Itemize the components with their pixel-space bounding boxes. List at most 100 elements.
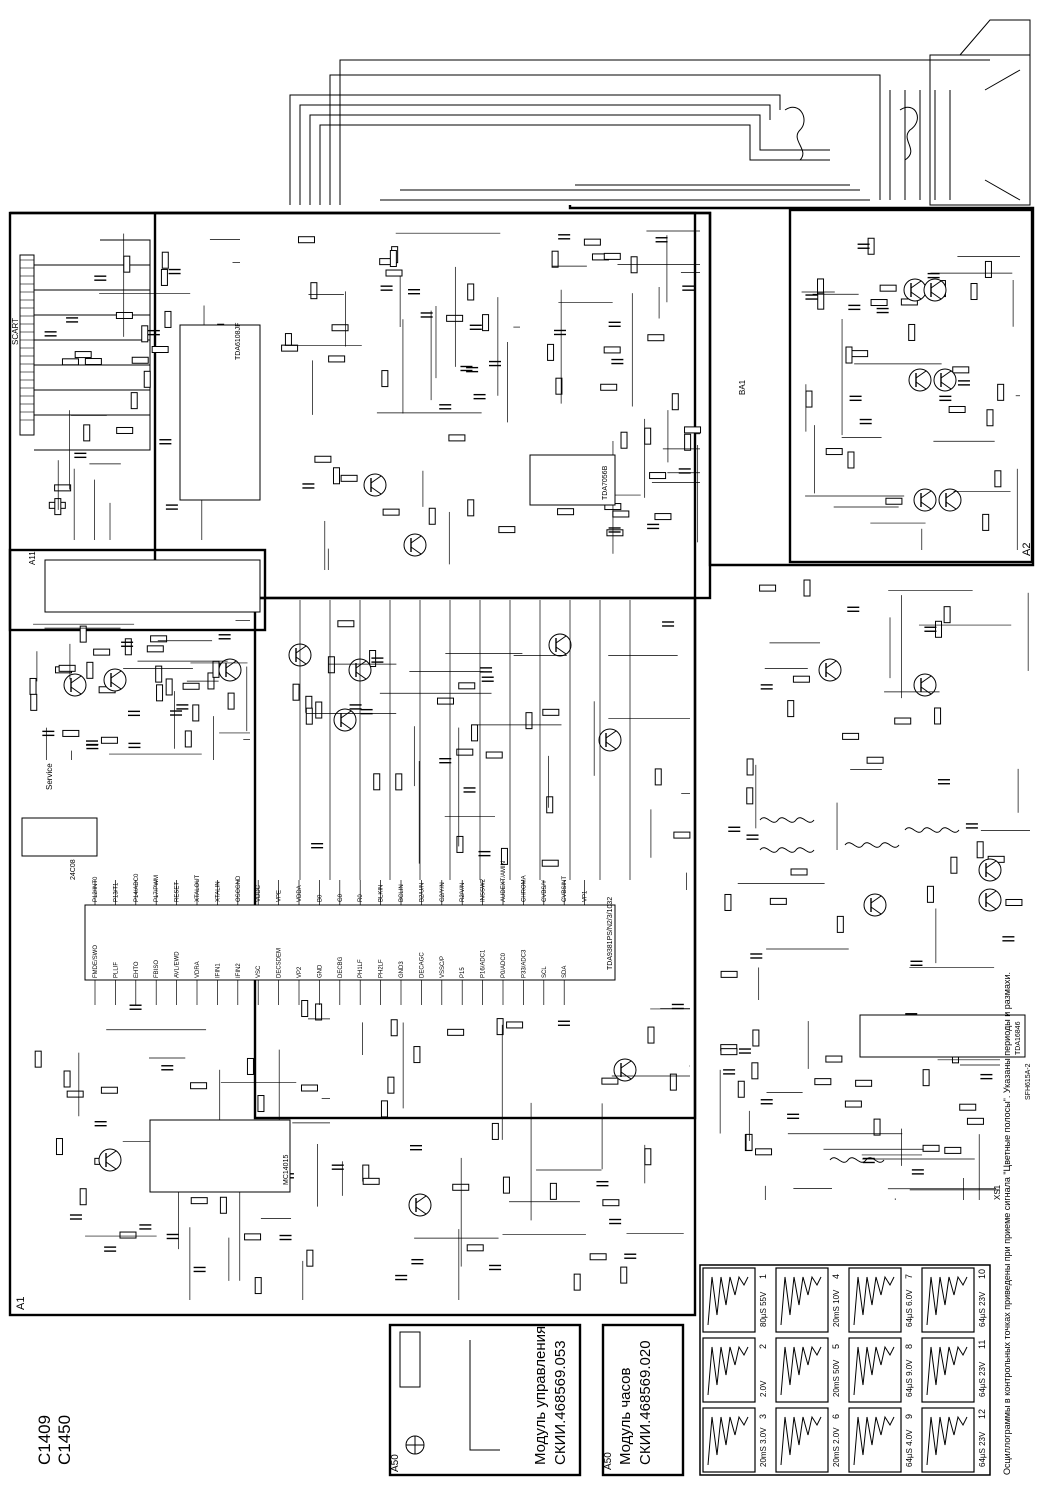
ic-pin-label: CVBSINT [562,876,568,902]
ic-pin-label: OSCGND [236,875,242,902]
ic-pin-label: INSSW2 [481,878,487,902]
resistor-array [29,236,1023,1295]
ic-pin-label: FMDE/SWO [93,945,99,978]
main-board-label: A1 [15,1297,27,1310]
clock-module [601,1323,685,1477]
video-output-ic [179,324,261,501]
ic-pin-label: VP2 [297,966,303,978]
transformers [759,817,960,1163]
ic-pin-label: P13/T1 [113,882,119,902]
crt-board-label: A2 [1021,543,1033,556]
power-ic-label: TDA16846 [1015,1021,1022,1055]
ic-pin-label: VPE [277,890,283,902]
ic-pin-label: SCL [542,966,548,978]
waveform-number: 6 [831,1414,841,1419]
waveform-number: 3 [758,1414,768,1419]
main-ic: P12/INT0 P13/T1 P14/ADC0 P17/PWM RESET XTALOU… [84,861,616,1005]
ic-pin-label: EHTO [134,961,140,978]
waveform-table: 80µS 55V 1 2.0V 2 20mS 3.0V 3 20mS 10V 4 20mS 50… [699,1264,991,1476]
model-code-1: C1409 [35,1415,54,1465]
top-harness [289,59,990,205]
control-module [388,1323,582,1477]
waveform-label: 2.0V [759,1380,768,1397]
ic-pin-label: CVBS/Y [542,880,548,902]
ic-pin-label: PH2LF [379,959,385,978]
ic-pin-label: CHROMA [521,875,527,902]
waveform-label: 80µS 55V [759,1291,768,1327]
ic-pin-label: AUDEXT/AMIN [501,861,507,902]
audio-amp-ic [529,454,616,506]
tuner-block [44,559,261,613]
waveform-label: 64µS 23V [978,1361,987,1397]
ic-pin-label: DECAGC [419,952,425,978]
ic-pin-label: B0 [317,894,323,902]
clock-module-id: A50 [603,1452,614,1470]
ic-pin-label: P33/ADC3 [521,949,527,978]
control-module-id: A50 [390,1454,401,1472]
audio-amp-label: TDA7056B [602,465,609,500]
waveform-label: 20mS 3.0V [759,1427,768,1467]
power-in-label: XS1 [993,1184,1002,1200]
ic-pin-label: PLLIF [113,962,119,978]
ic-pin-label: G2/Y/N [440,882,446,902]
ic-pin-label: P14/ADC0 [134,873,140,902]
ic-pin-label: B2/U/N [419,883,425,902]
ic-pin-label: DECBG [338,956,344,978]
eeprom-label: 24C08 [70,859,77,880]
waveform-label: 64µS 9.0V [905,1359,914,1397]
waveform-number: 12 [977,1409,987,1419]
ic-pin-label: VP1 [583,890,589,902]
service-label: Service [45,763,54,790]
ic-pin-label: DECSDEM [277,948,283,978]
waveform-label: 20mS 2.0V [832,1427,841,1467]
sync-driver-label: MC14015 [283,1155,290,1185]
ic-pin-label: VDDC [256,884,262,902]
ic-pin-label: P15 [460,967,466,978]
sync-driver-ic [149,1119,291,1193]
ic-pin-label: P17/PWM [154,875,160,902]
waveform-number: 11 [977,1340,987,1349]
crt-tube [784,19,1031,206]
ic-pin-label: SDA [562,966,568,978]
waveform-number: 9 [904,1414,914,1419]
ic-pin-label: P12/INT0 [93,876,99,902]
ic-pin-label: VSC [256,965,262,978]
speaker-label: BA1 [738,379,747,395]
scart-label: SCART [11,318,20,345]
ic-pin-label: P0/ADC0 [501,952,507,978]
waveform-label: 64µS 23V [978,1431,987,1467]
waveform-label: 20mS 50V [832,1359,841,1397]
ic-pin-label: RESET [175,882,181,902]
clock-module-title: Модуль часов [617,1367,634,1465]
waveform-label: 20mS 10V [832,1289,841,1327]
ic-pin-label: GND [317,964,323,978]
ic-pin-label: R2/V/N [460,883,466,902]
ic-pin-label: GND3 [399,961,405,978]
ic-pin-label: VSSC/P [440,956,446,978]
control-module-code: СКИИ.468569.053 [552,1340,569,1465]
ic-pin-label: R0 [358,894,364,902]
ic-pin-label: PH1LF [358,959,364,978]
ic-pin-label: FBISO [154,960,160,978]
ic-pin-label: XTALOUT [195,874,201,902]
model-code-2: C1450 [55,1415,74,1465]
ic-pin-label: IFIN2 [236,963,242,978]
waveform-number: 2 [758,1344,768,1349]
waveform-number: 5 [831,1344,841,1349]
tuner-label: A11 [28,551,37,565]
ic-pin-label: XTALIN [215,881,221,902]
waveform-number: 1 [758,1274,768,1279]
waveform-label: 64µS 4.0V [905,1429,914,1467]
opto-label: SFH615A-2 [1025,1063,1032,1100]
ic-pin-label: G0 [338,893,344,902]
waveform-number: 7 [904,1274,914,1279]
ic-pin-label: P16/ADC1 [481,949,487,978]
waveform-number: 4 [831,1274,841,1279]
crt-board-outline [788,208,1034,564]
footnote: Осциллограммы в контрольных точках приве… [1002,972,1012,1475]
eeprom-ic [21,817,98,857]
ic-pin-label: AVL/EWD [175,951,181,978]
scart-section [19,239,151,451]
waveform-label: 64µS 6.0V [905,1289,914,1327]
